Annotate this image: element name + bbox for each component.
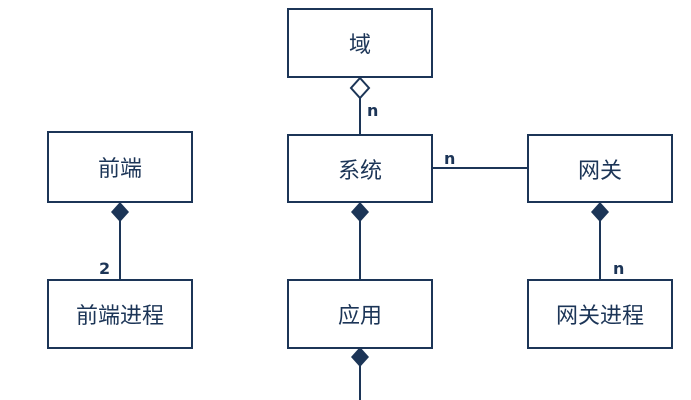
multiplicity-gateway-process: n — [613, 259, 625, 278]
multiplicity-system-gateway: n — [444, 149, 456, 168]
entity-domain: 域 — [287, 8, 433, 78]
entity-gateway-label: 网关 — [577, 158, 622, 184]
entity-application-label: 应用 — [337, 304, 382, 329]
entity-frontend-process: 前端进程 — [47, 279, 193, 349]
entity-frontend-label: 前端 — [97, 157, 142, 182]
entity-system: 系统 — [287, 134, 433, 203]
entity-gateway: 网关 — [527, 134, 673, 203]
multiplicity-domain-system: n — [367, 101, 379, 120]
entity-system-label: 系统 — [337, 158, 382, 184]
multiplicity-frontend-process: 2 — [99, 259, 111, 278]
entity-gateway-process: 网关进程 — [527, 279, 673, 349]
composition-diamond-system — [351, 202, 369, 222]
composition-diamond-frontend — [111, 202, 129, 222]
entity-domain-label: 域 — [348, 33, 371, 58]
composition-diamond-gateway — [591, 202, 609, 222]
entity-frontend: 前端 — [47, 131, 193, 203]
entity-application: 应用 — [287, 279, 433, 349]
composition-diamond-application — [351, 347, 369, 367]
aggregation-diamond — [349, 76, 371, 100]
entity-gateway-process-label: 网关进程 — [555, 304, 644, 329]
entity-frontend-process-label: 前端进程 — [75, 304, 164, 329]
